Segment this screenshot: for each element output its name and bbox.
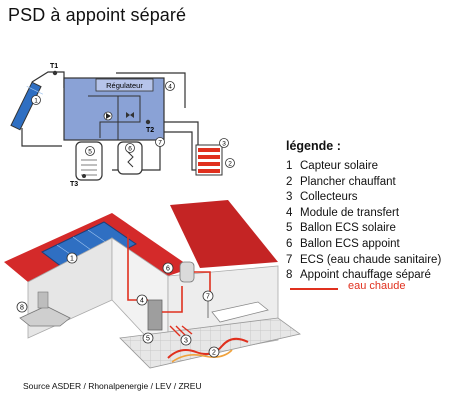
house-badge-3: 3 xyxy=(180,334,192,346)
regulator-box xyxy=(95,78,154,92)
house-badge-5: 5 xyxy=(142,332,154,344)
svg-text:1: 1 xyxy=(34,98,38,105)
schematic-badge-7: 7 xyxy=(155,137,165,147)
svg-text:6: 6 xyxy=(166,266,170,273)
svg-text:5: 5 xyxy=(88,149,92,156)
regulator-label: Régulateur xyxy=(106,81,143,90)
house-backup-tank xyxy=(179,261,195,283)
house-transfer-module xyxy=(147,299,163,331)
svg-text:6: 6 xyxy=(128,146,132,153)
house-badge-8: 8 xyxy=(16,301,28,313)
schematic-badge-2: 2 xyxy=(225,158,235,168)
sensor-label-t3: T3 xyxy=(70,181,78,188)
schematic-diagram: Régulateur T1 T2 xyxy=(10,63,235,188)
svg-text:7: 7 xyxy=(158,140,162,147)
backup-tank xyxy=(117,141,143,175)
house-badge-7: 7 xyxy=(202,290,214,302)
svg-text:4: 4 xyxy=(168,84,172,91)
house-badge-4: 4 xyxy=(136,294,148,306)
svg-text:8: 8 xyxy=(20,305,24,312)
sensor-t3-dot xyxy=(82,174,86,178)
hot-water-line-swatch xyxy=(290,288,338,290)
schematic-badge-1: 1 xyxy=(31,95,41,105)
svg-text:4: 4 xyxy=(140,298,144,305)
house-badge-2: 2 xyxy=(208,346,220,358)
sensor-t2-dot xyxy=(145,119,151,125)
collectors-icon xyxy=(195,144,223,176)
svg-text:3: 3 xyxy=(184,338,188,345)
svg-text:2: 2 xyxy=(212,350,216,357)
stove-icon xyxy=(19,291,71,327)
svg-text:1: 1 xyxy=(70,256,74,263)
pump-icon xyxy=(103,111,113,121)
hot-water-label: eau chaude xyxy=(348,280,406,292)
schematic-badge-5: 5 xyxy=(85,146,95,156)
page-title: PSD à appoint séparé xyxy=(8,5,187,25)
house-illustration: 1 8 6 4 7 5 3 2 xyxy=(4,200,301,369)
source-credit: Source ASDER / Rhonalpenergie / LEV / ZR… xyxy=(23,381,202,391)
sensor-label-t1: T1 xyxy=(50,63,58,70)
svg-text:5: 5 xyxy=(146,336,150,343)
sensor-label-t2: T2 xyxy=(146,127,154,134)
svg-text:2: 2 xyxy=(228,161,232,168)
house-badge-6: 6 xyxy=(162,262,174,274)
svg-text:3: 3 xyxy=(222,141,226,148)
schematic-badge-6: 6 xyxy=(125,143,135,153)
schematic-badge-4: 4 xyxy=(165,81,175,91)
valve-icon xyxy=(126,112,134,118)
schematic-badge-3: 3 xyxy=(219,138,229,148)
house-badge-1: 1 xyxy=(66,252,78,264)
bath-icon xyxy=(211,301,269,323)
solar-tank xyxy=(75,141,103,181)
svg-text:7: 7 xyxy=(206,294,210,301)
legend-title: légende : xyxy=(286,139,341,153)
solar-collector xyxy=(10,81,44,131)
sensor-t1-dot xyxy=(52,70,58,76)
